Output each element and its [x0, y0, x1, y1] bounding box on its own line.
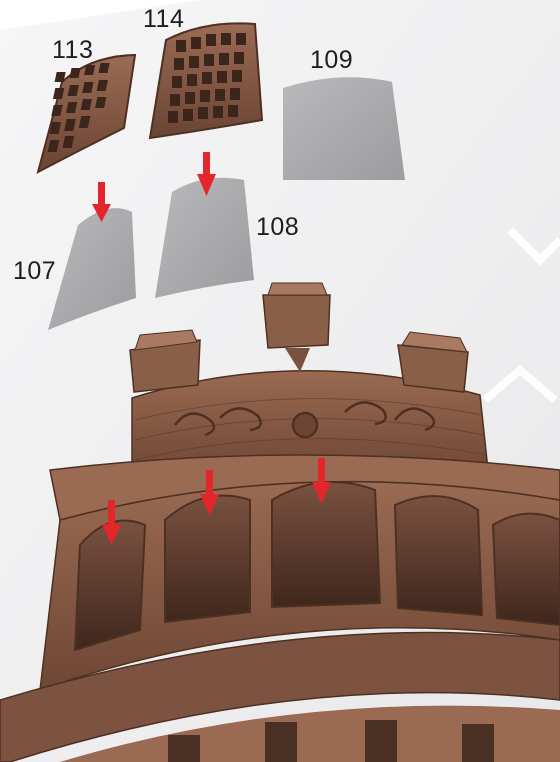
turret-right — [398, 332, 468, 392]
part-number-label: 113 — [52, 36, 93, 65]
part-114-window-grid — [150, 23, 262, 138]
part-109-grey-insert — [283, 77, 405, 180]
turret-left — [130, 330, 200, 392]
part-number-label: 114 — [143, 5, 184, 34]
part-number-label: 107 — [13, 257, 56, 286]
part-number-label: 109 — [310, 46, 353, 75]
part-number-label: 108 — [256, 213, 299, 242]
